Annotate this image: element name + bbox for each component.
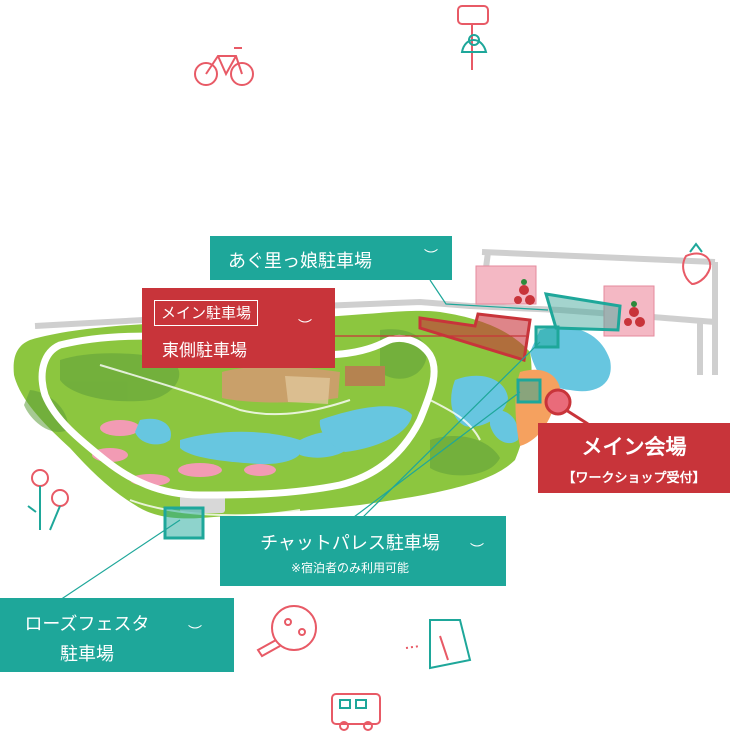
tent-icon [405,619,472,670]
workshop-text: 【ワークショップ受付】 [562,471,706,486]
ice-cream-icon [457,5,489,70]
east-parking-label[interactable]: メイン駐車場 東側駐車場 ︶ [142,288,335,368]
bird-icon: ︶ [298,319,312,335]
rose-festa-line2: 駐車場 [60,644,114,665]
teal-parking-lot-2 [516,378,542,404]
main-parking-text: メイン駐車場 [154,300,259,326]
pizza-icon [256,605,317,658]
rose-festa-parking-lot [163,506,205,540]
bird-icon: ︶ [470,543,484,559]
agu-parking-lot [543,292,622,332]
chat-palace-parking-text: チャットパレス駐車場 [260,533,440,554]
camper-van-icon [331,693,381,731]
rose-icon [27,469,69,531]
main-venue-marker [544,388,572,416]
teal-parking-lot-1 [534,325,560,349]
strawberry-icon [682,242,712,286]
east-parking-lot [418,312,532,362]
main-venue-title: メイン会場 [581,435,687,459]
chat-palace-parking-label[interactable]: チャットパレス駐車場 ※宿泊者のみ利用可能 ︶ [220,516,506,586]
chat-palace-note: ※宿泊者のみ利用可能 [290,561,410,575]
main-venue-label[interactable]: メイン会場 【ワークショップ受付】 [538,423,730,493]
parking-markers [163,292,622,540]
agu-parking-label[interactable]: あぐ里っ娘駐車場 ︶ [210,236,452,280]
rose-festa-line1: ローズフェスタ [24,614,150,635]
rose-festa-parking-label[interactable]: ローズフェスタ 駐車場 ︶ [0,598,234,672]
bicycle-icon [194,47,254,86]
flower-beds [92,420,276,486]
leader-lines [59,279,589,601]
agu-parking-text: あぐ里っ娘駐車場 [228,251,372,272]
facility-areas [180,366,385,513]
bird-icon: ︶ [188,625,202,641]
trails [99,364,481,517]
bird-icon: ︶ [424,249,438,265]
east-parking-text: 東側駐車場 [162,341,247,361]
